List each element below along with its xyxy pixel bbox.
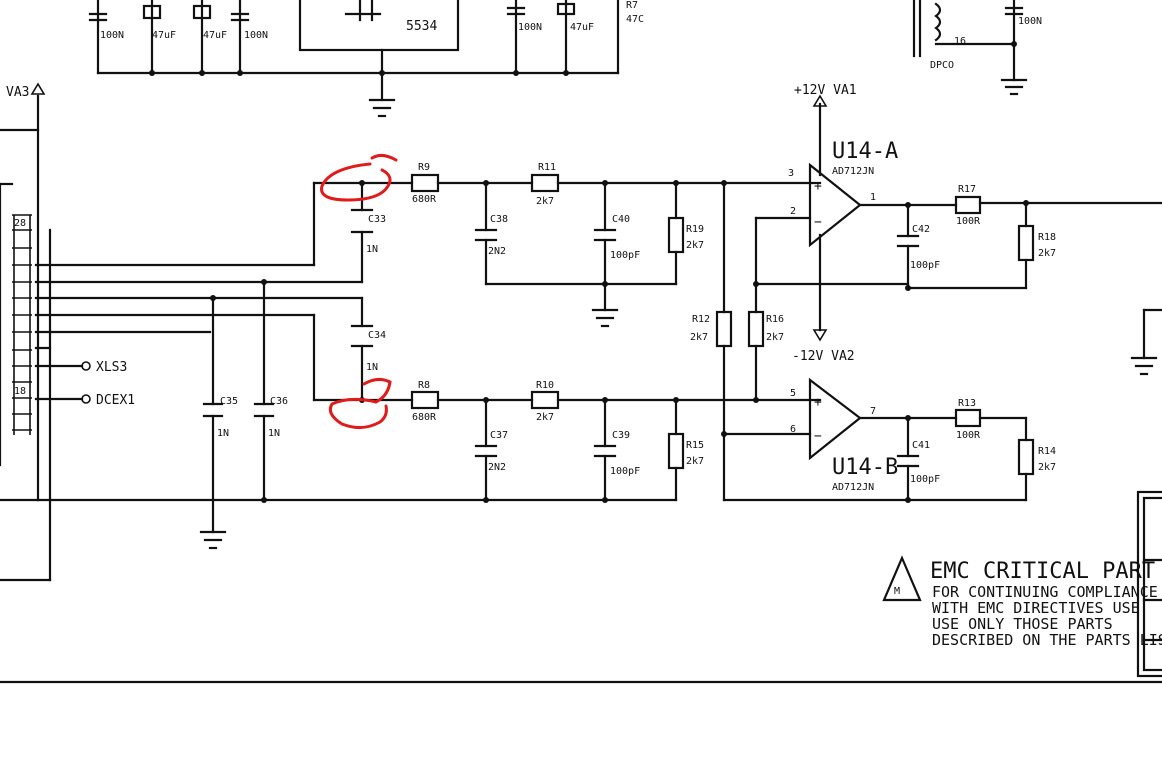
label-top-c1: 100N [100, 30, 124, 41]
u14b-ref: U14-B [832, 455, 898, 480]
label-top-c2: 47uF [152, 30, 176, 41]
u14b-pin7: 7 [870, 406, 876, 417]
r17-ref: R17 [958, 184, 976, 195]
r18-val: 2k7 [1038, 248, 1056, 259]
emc-title: EMC CRITICAL PART [930, 559, 1155, 584]
u14b-part: AD712JN [832, 482, 874, 493]
emc-line-3: USE ONLY THOSE PARTS [932, 615, 1113, 633]
input-wiring: XLS3 DCEX1 C35 1N C36 1N C33 1N C34 1N [34, 180, 678, 550]
svg-text:+: + [814, 179, 822, 194]
emc-line-4: DESCRIBED ON THE PARTS LIST [932, 631, 1162, 649]
r11-ref: R11 [538, 162, 556, 173]
c36-ref: C36 [270, 396, 288, 407]
label-transformer-name: DPCO [930, 60, 954, 71]
c39-val: 100pF [610, 466, 640, 477]
u14a-part: AD712JN [832, 166, 874, 177]
u14a-pin2: 2 [790, 206, 796, 217]
opamp-u14a: + − 3 2 1 U14-A AD712JN +12V VA1 -12V VA… [788, 83, 1162, 364]
label-r7-val: 47C [626, 14, 644, 25]
transformer: 16 DPCO 100N [912, 0, 1042, 96]
opamp-u14b: + − 5 6 7 U14-B AD712JN C41 100pF R13 10… [790, 377, 1056, 503]
label-left-rail: VA3 [6, 85, 29, 100]
right-edge-block [1130, 308, 1162, 678]
u14a-ref: U14-A [832, 139, 898, 164]
r12-val: 2k7 [690, 332, 708, 343]
c41-ref: C41 [912, 440, 930, 451]
r15-ref: R15 [686, 440, 704, 451]
c42-val: 100pF [910, 260, 940, 271]
label-top-c6: 47uF [570, 22, 594, 33]
c35-val: 1N [217, 428, 229, 439]
emc-note: M EMC CRITICAL PART FOR CONTINUING COMPL… [882, 555, 1162, 649]
upper-filter-chain: R9 680R R11 2k7 C38 2N2 C40 100pF R19 2k… [410, 162, 822, 328]
c37-val: 2N2 [488, 462, 506, 473]
r16-ref: R16 [766, 314, 784, 325]
r19-ref: R19 [686, 224, 704, 235]
c34-val: 1N [366, 362, 378, 373]
label-transformer-val: 16 [954, 36, 966, 47]
c35-ref: C35 [220, 396, 238, 407]
r13-val: 100R [956, 430, 981, 441]
r10-val: 2k7 [536, 412, 554, 423]
neg-supply-label: -12V VA2 [792, 349, 855, 364]
label-top-c4: 100N [244, 30, 268, 41]
c38-val: 2N2 [488, 246, 506, 257]
c33-val: 1N [366, 244, 378, 255]
r17-val: 100R [956, 216, 981, 227]
r11-val: 2k7 [536, 196, 554, 207]
label-top-c3: 47uF [203, 30, 227, 41]
pos-supply-label: +12V VA1 [794, 83, 857, 98]
top-power-strip: 100N 47uF 47uF 100N 5534 100N 47uF R7 47… [88, 0, 644, 118]
c40-ref: C40 [612, 214, 630, 225]
r8-val: 680R [412, 412, 437, 423]
svg-text:+: + [814, 395, 822, 410]
c41-val: 100pF [910, 474, 940, 485]
c34-ref: C34 [368, 330, 386, 341]
r14-ref: R14 [1038, 446, 1056, 457]
r18-ref: R18 [1038, 232, 1056, 243]
r16-val: 2k7 [766, 332, 784, 343]
svg-text:−: − [814, 215, 822, 230]
r12-ref: R12 [692, 314, 710, 325]
label-r7-ref: R7 [626, 0, 638, 11]
label-chip: 5534 [406, 19, 437, 34]
svg-text:18: 18 [14, 386, 26, 397]
c40-val: 100pF [610, 250, 640, 261]
bias-resistors: R12 2k7 R16 2k7 [690, 181, 1028, 502]
c38-ref: C38 [490, 214, 508, 225]
label-top-c5: 100N [518, 22, 542, 33]
emc-line-1: FOR CONTINUING COMPLIANCE [932, 583, 1158, 601]
label-top-right-c: 100N [1018, 16, 1042, 27]
svg-text:28: 28 [14, 218, 26, 229]
net-label-2: DCEX1 [96, 393, 135, 408]
r10-ref: R10 [536, 380, 554, 391]
c39-ref: C39 [612, 430, 630, 441]
r13-ref: R13 [958, 398, 976, 409]
r9-val: 680R [412, 194, 437, 205]
svg-text:−: − [814, 429, 822, 444]
emc-line-2: WITH EMC DIRECTIVES USE [932, 599, 1140, 617]
r19-val: 2k7 [686, 240, 704, 251]
u14b-pin6: 6 [790, 424, 796, 435]
u14a-pin3: 3 [788, 168, 794, 179]
c37-ref: C37 [490, 430, 508, 441]
c42-ref: C42 [912, 224, 930, 235]
r9-ref: R9 [418, 162, 430, 173]
lower-filter-chain: R8 680R R10 2k7 C37 2N2 C39 100pF R15 2k… [410, 380, 822, 503]
net-label-1: XLS3 [96, 360, 127, 375]
r14-val: 2k7 [1038, 462, 1056, 473]
u14a-pin1: 1 [870, 192, 876, 203]
u14b-pin5: 5 [790, 388, 796, 399]
red-annotation-marks [320, 153, 398, 429]
r8-ref: R8 [418, 380, 430, 391]
c33-ref: C33 [368, 214, 386, 225]
r15-val: 2k7 [686, 456, 704, 467]
c36-val: 1N [268, 428, 280, 439]
svg-text:M: M [894, 586, 900, 597]
